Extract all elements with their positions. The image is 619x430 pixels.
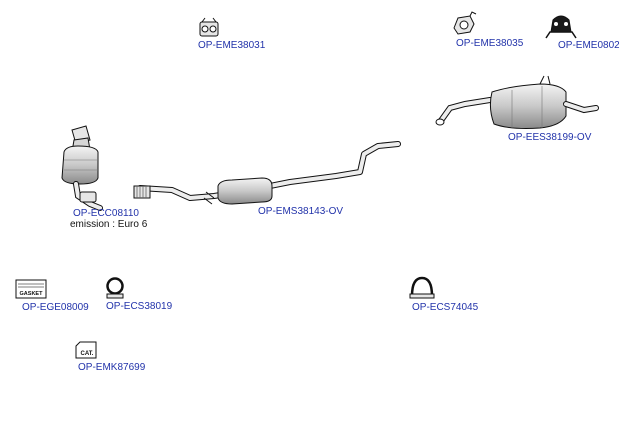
part-link-eme0802[interactable]: OP-EME0802 <box>558 40 619 51</box>
part-link-eme38035[interactable]: OP-EME38035 <box>456 38 524 49</box>
pipe-clamp-icon[interactable] <box>106 277 124 299</box>
rubber-hanger-icon[interactable] <box>545 15 577 39</box>
fitting-kit-tag: CAT. <box>81 351 94 357</box>
part-link-eme38031[interactable]: OP-EME38031 <box>198 40 266 51</box>
part-link-ege08009[interactable]: OP-EGE08009 <box>22 302 89 313</box>
pipe-clamp-icon[interactable] <box>409 276 435 299</box>
part-link-emk87699[interactable]: OP-EMK87699 <box>78 362 146 373</box>
fitting-kit-icon[interactable]: CAT. <box>75 341 97 359</box>
part-link-ecc08110[interactable]: OP-ECC08110 <box>73 208 139 219</box>
rubber-hanger-icon[interactable] <box>199 17 219 37</box>
part-link-ecs74045[interactable]: OP-ECS74045 <box>412 302 479 313</box>
rubber-mount-icon[interactable] <box>453 11 477 35</box>
part-link-ems38143[interactable]: OP-EMS38143-OV <box>258 206 344 217</box>
gasket-tag: GASKET <box>20 291 44 297</box>
part-link-ecs38019[interactable]: OP-ECS38019 <box>106 301 173 312</box>
middle-silencer-pipe-icon[interactable] <box>133 141 401 205</box>
rear-silencer-icon[interactable] <box>435 75 599 129</box>
gasket-icon[interactable]: GASKET <box>15 279 47 299</box>
catalytic-converter-icon[interactable] <box>61 125 103 211</box>
part-link-ees38199[interactable]: OP-EES38199-OV <box>508 132 592 143</box>
emission-note: emission : Euro 6 <box>70 219 148 230</box>
